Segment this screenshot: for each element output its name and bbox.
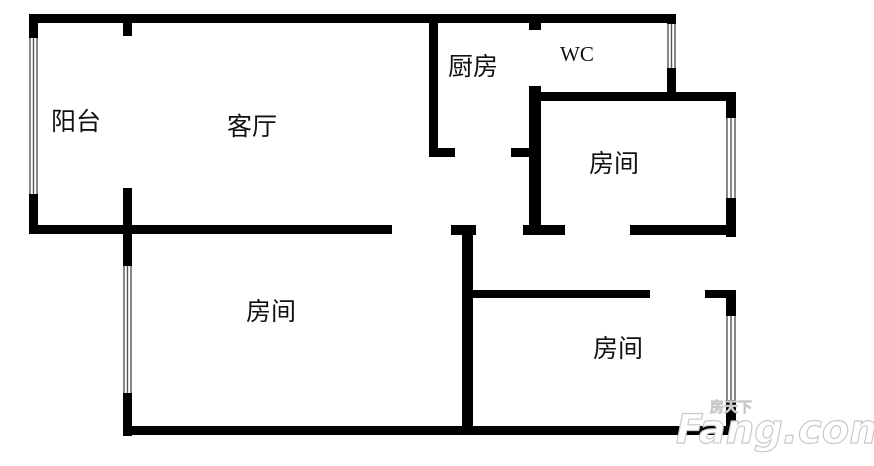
wall-wc-right-top [667, 14, 676, 24]
watermark-brand-cn: 房天下 [710, 399, 752, 416]
wall-kitchen-left [429, 14, 438, 157]
wall-living-bottom [29, 225, 392, 234]
room-label-balcony: 阳台 [51, 107, 101, 136]
wall-room-ur-right-bottom [726, 198, 736, 237]
wall-room-lr-right-top [726, 290, 736, 316]
wall-balcony-left-bottom [29, 194, 38, 234]
wall-room-lr-top-right [705, 290, 736, 298]
wall-room-lr-top [462, 290, 650, 298]
room-label-bedroom-lower-left: 房间 [246, 297, 296, 326]
wall-room-ur-left [529, 92, 541, 235]
wall-lower-divider [462, 225, 473, 435]
wall-balcony-divider-top [123, 14, 132, 36]
walls [29, 14, 736, 436]
room-label-living-room: 客厅 [227, 112, 277, 141]
wall-room-ur-left-stub [511, 148, 541, 157]
wall-top [29, 14, 676, 23]
room-label-bedroom-upper-right: 房间 [589, 149, 639, 178]
room-label-bedroom-lower-right: 房间 [593, 334, 643, 363]
wall-room-ur-bottom-right [630, 225, 736, 235]
wall-room-ll-left-bottom [123, 393, 132, 436]
wall-room-ur-bottom-left [523, 225, 565, 235]
room-label-wc: WC [560, 42, 594, 66]
wall-kitchen-wc-stub [529, 14, 541, 30]
watermark: 房天下 Fang.com [675, 399, 874, 454]
wall-room-lr-right-bottom [726, 400, 736, 435]
wall-kitchen-left-foot [429, 148, 455, 157]
wall-room-ur-right-top [726, 92, 736, 118]
wall-wc-bottom [529, 92, 736, 101]
wall-bottom [123, 426, 736, 435]
windows [29, 24, 736, 400]
wall-wc-right-bottom [667, 68, 676, 100]
wall-balcony-left-top [29, 14, 38, 38]
room-labels: 阳台 客厅 厨房 WC 房间 房间 房间 [51, 42, 643, 363]
room-label-kitchen: 厨房 [448, 52, 498, 81]
watermark-brand: Fang.com [676, 407, 874, 453]
